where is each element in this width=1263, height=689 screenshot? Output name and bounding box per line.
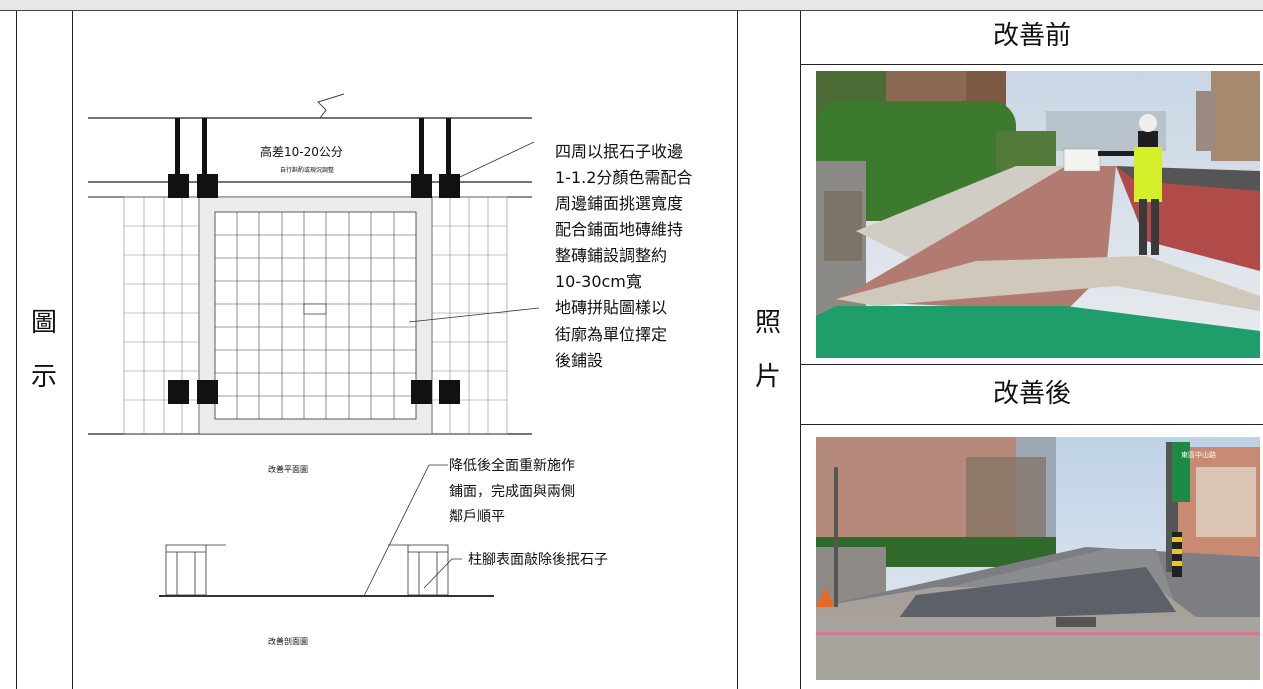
lower-note: 降低後全面重新施作 鋪面，完成面與兩側 鄰戶順平 <box>449 457 575 525</box>
before-header-divider <box>800 64 1263 65</box>
main-note-line-5: 整磚鋪設調整約 <box>555 246 667 265</box>
main-note: 四周以抿石子收邊 1-1.2分顏色需配合 周邊鋪面挑選寬度 配合鋪面地磚維持 整… <box>555 142 692 370</box>
main-note-line-9: 後鋪設 <box>555 351 603 370</box>
section-caption: 改善剖面圖 <box>268 636 308 646</box>
main-note-line-8: 街廓為單位擇定 <box>555 325 667 344</box>
diagram-label-char-2: 示 <box>30 362 57 392</box>
column-note: 柱腳表面敲除後抿石子 <box>468 551 608 568</box>
lower-note-line-1: 降低後全面重新施作 <box>449 457 575 474</box>
diagram-label-char-1: 圖 <box>30 308 57 338</box>
main-note-line-4: 配合鋪面地磚維持 <box>555 220 683 239</box>
plan-caption: 改善平面圖 <box>268 464 308 474</box>
before-header: 改善前 <box>992 21 1071 51</box>
table-border-left <box>16 11 17 689</box>
before-photo <box>816 71 1260 358</box>
main-note-line-6: 10-30cm寬 <box>555 272 642 291</box>
after-photo: 東區中山路 <box>816 437 1260 680</box>
lower-note-line-2: 鋪面，完成面與兩側 <box>449 484 575 500</box>
photo-label-char-1: 照 <box>754 308 781 338</box>
main-note-line-7: 地磚拼貼圖樣以 <box>555 298 667 317</box>
column-posts <box>168 118 460 404</box>
height-diff-title: 高差10-20公分 <box>260 144 343 159</box>
photo-label-char-2: 片 <box>754 362 781 392</box>
plan-section-drawing: 高差10-20公分 自行斟酌或現況調整 四周以抿石子收邊 1-1.2分顏色需配合… <box>88 93 692 646</box>
photo-label: 照 片 <box>748 310 788 390</box>
main-note-line-1: 四周以抿石子收邊 <box>555 142 683 161</box>
table-border-drawing-right <box>737 11 738 689</box>
section-drawing <box>159 464 494 597</box>
main-note-line-2: 1-1.2分顏色需配合 <box>555 168 692 187</box>
table-top-bar <box>0 0 1263 11</box>
after-header-divider <box>800 424 1263 425</box>
diagram-label: 圖 示 <box>24 310 64 390</box>
after-header-top-divider <box>800 364 1263 365</box>
table-border-photo-left <box>800 11 801 689</box>
main-note-line-3: 周邊鋪面挑選寬度 <box>555 194 683 213</box>
paving-tile-grid <box>214 211 417 420</box>
after-photo-street-sign-text: 東區中山路 <box>1181 450 1216 459</box>
lower-note-line-3: 鄰戶順平 <box>449 509 505 525</box>
table-border-label-left <box>72 11 73 689</box>
after-header: 改善後 <box>992 379 1071 409</box>
height-diff-subtitle: 自行斟酌或現況調整 <box>280 166 334 174</box>
